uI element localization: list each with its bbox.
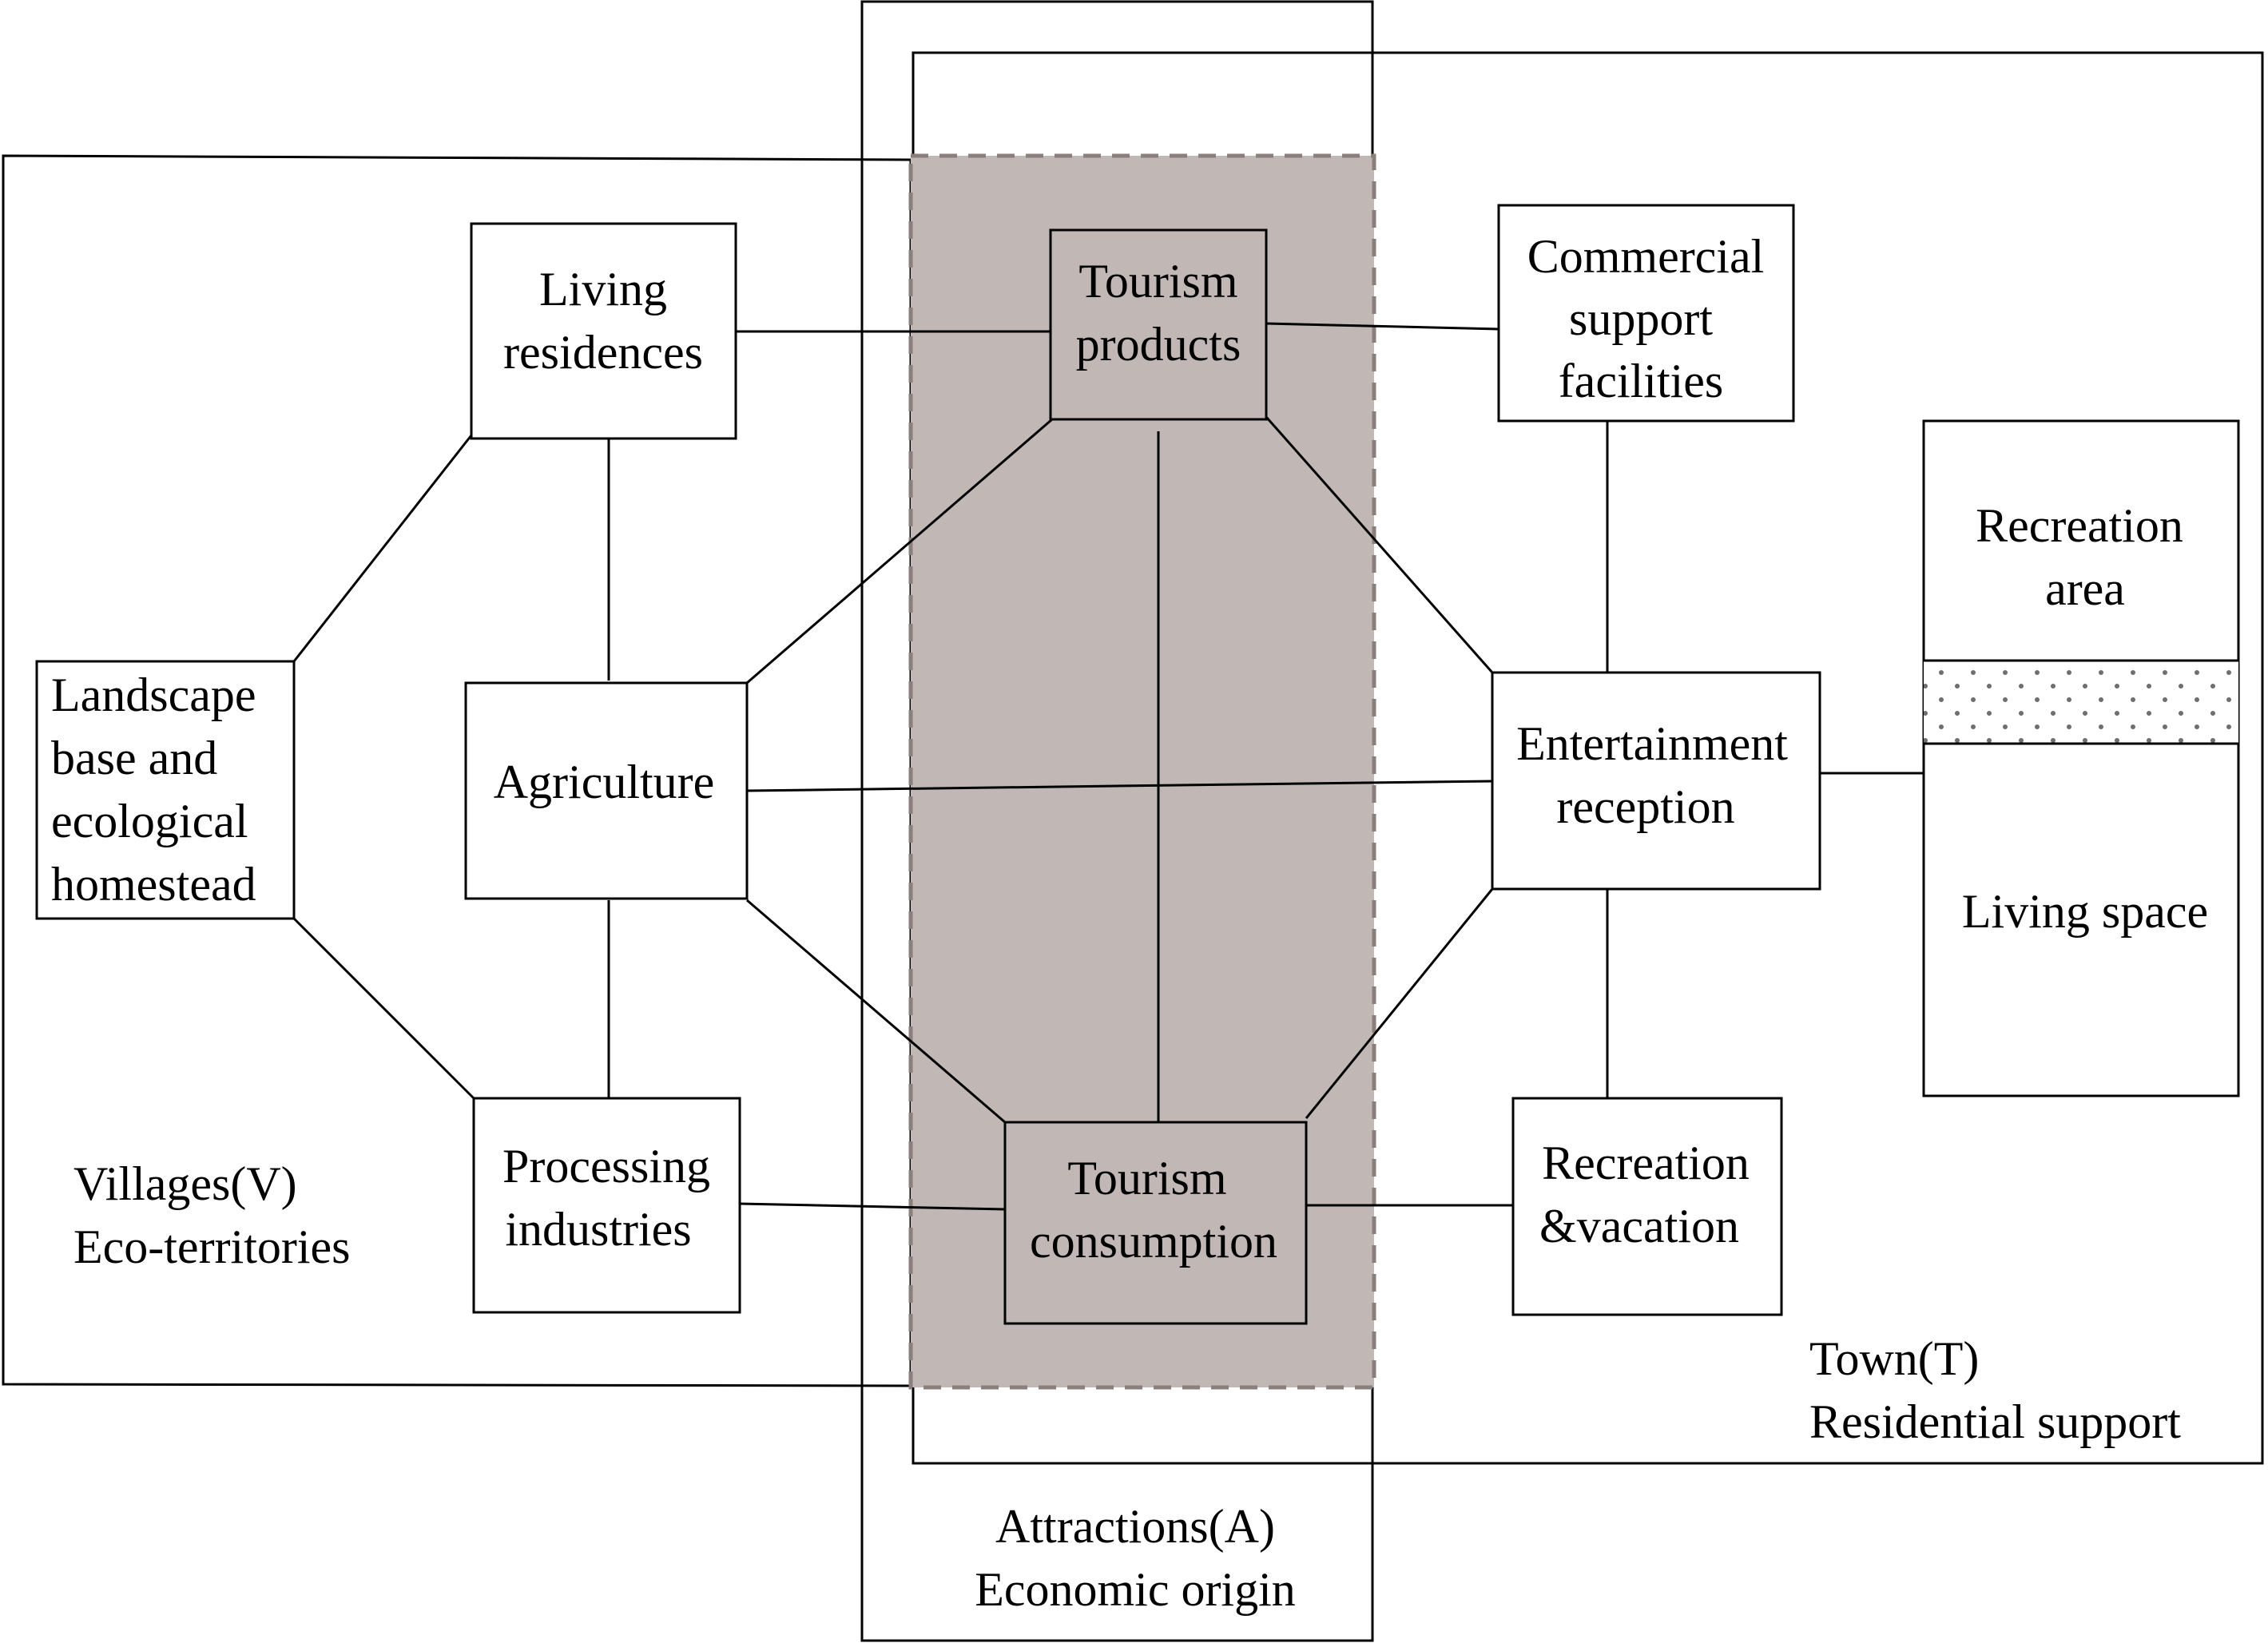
living-residences-box (470, 222, 737, 440)
recreation-vacation-label: Recreation&vacation (1539, 1137, 1750, 1252)
living-space-label: Living space (1962, 885, 2208, 938)
villages-region-label: Villages(V)Eco-territories (73, 1157, 351, 1273)
commercial-support-box (1497, 204, 1795, 423)
link-living-landscape (292, 435, 473, 662)
attractions-region-label: Attractions(A)Economic origin (975, 1500, 1296, 1616)
entertainment-reception-box (1491, 671, 1821, 891)
town-region-label: Town(T)Residential support (1809, 1332, 2181, 1448)
link-tourism-products-commercial (1265, 322, 1499, 331)
tourism-consumption-box (1003, 1121, 1308, 1325)
tourism-products-box (1049, 228, 1268, 421)
agriculture-box (464, 681, 749, 900)
link-processing-consumption (739, 1202, 1006, 1211)
link-agriculture-consumption (746, 899, 1006, 1124)
town-panel-box (1922, 419, 2240, 1097)
landscape-base-box (35, 660, 296, 920)
town-panel-dotted-band (1924, 661, 2238, 744)
link-landscape-processing (292, 917, 475, 1100)
link-entertainment-consumption (1305, 888, 1494, 1119)
processing-industries-box (472, 1097, 741, 1314)
town-region (912, 51, 2264, 1465)
link-agriculture-entertainment (746, 780, 1493, 792)
agriculture-label: Agriculture (494, 756, 715, 808)
recreation-vacation-box (1511, 1097, 1783, 1316)
link-tourism-products-entertainment (1265, 416, 1494, 673)
link-tourism-products-agriculture (746, 418, 1053, 685)
connection-lines (292, 322, 1924, 1211)
